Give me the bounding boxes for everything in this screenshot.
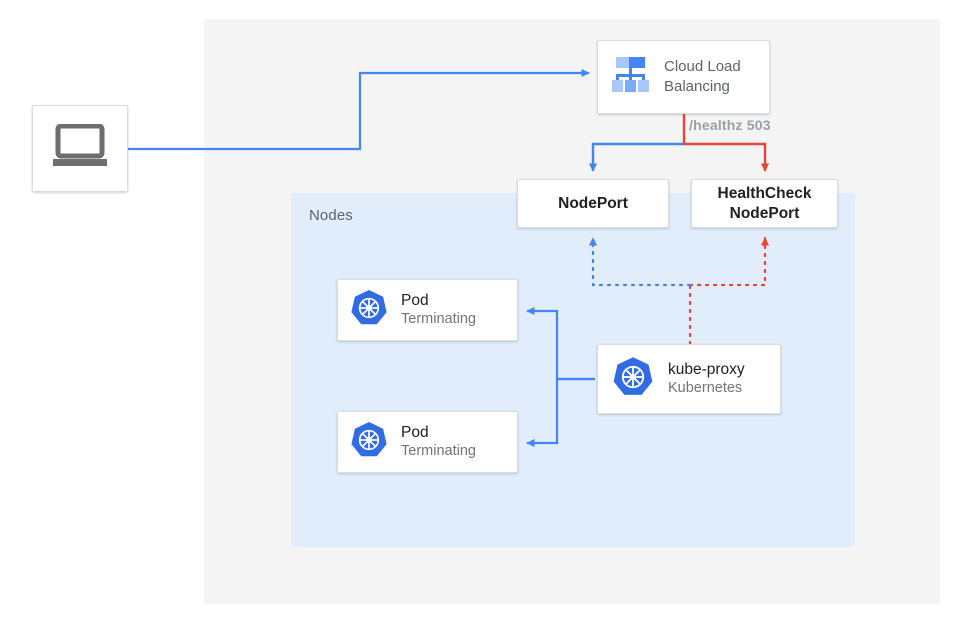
cloud-load-balancing-icon bbox=[608, 53, 654, 102]
pod-node-1[interactable]: Pod Terminating bbox=[337, 279, 518, 341]
pod-2-text: Pod Terminating bbox=[401, 423, 476, 461]
pod-2-status: Terminating bbox=[401, 443, 476, 459]
edge-kubeproxy-to-healthcheck-nodeport bbox=[688, 236, 770, 287]
healthcheck-nodeport-node[interactable]: HealthCheck NodePort bbox=[691, 179, 838, 228]
pod-1-title: Pod bbox=[401, 292, 429, 309]
nodeport-node[interactable]: NodePort bbox=[517, 179, 669, 228]
client-node[interactable] bbox=[32, 105, 128, 192]
kubernetes-icon bbox=[349, 288, 389, 333]
hcnp-line-2: NodePort bbox=[729, 204, 800, 222]
edge-kubeproxy-to-pod-2 bbox=[526, 377, 595, 448]
kubernetes-icon bbox=[611, 355, 655, 404]
edge-clb-to-healthcheck-nodeport bbox=[684, 142, 770, 172]
edge-kubeproxy-to-nodeport bbox=[588, 236, 692, 287]
nodeport-label: NodePort bbox=[558, 194, 628, 212]
edge-kubeproxy-to-pod-1 bbox=[526, 306, 595, 381]
hcnp-line-1: HealthCheck bbox=[717, 184, 812, 202]
edge-clb-to-nodeport bbox=[588, 142, 684, 172]
kube-proxy-node[interactable]: kube-proxy Kubernetes bbox=[597, 344, 781, 414]
pod-1-text: Pod Terminating bbox=[401, 291, 476, 329]
kubernetes-icon bbox=[349, 420, 389, 465]
healthz-edge-label: /healthz 503 bbox=[689, 117, 771, 133]
pod-2-title: Pod bbox=[401, 424, 429, 441]
clb-line-1: Cloud Load bbox=[664, 58, 741, 75]
edge-client-to-clb bbox=[128, 68, 590, 151]
pod-node-2[interactable]: Pod Terminating bbox=[337, 411, 518, 473]
kube-proxy-title: kube-proxy bbox=[668, 361, 745, 378]
kube-proxy-subtitle: Kubernetes bbox=[668, 380, 743, 396]
nodes-panel-label: Nodes bbox=[309, 207, 353, 224]
clb-line-2: Balancing bbox=[664, 78, 730, 95]
cloud-load-balancing-label: Cloud Load Balancing bbox=[664, 57, 741, 97]
cloud-load-balancing-node[interactable]: Cloud Load Balancing bbox=[597, 40, 770, 114]
healthcheck-nodeport-label: HealthCheck NodePort bbox=[718, 184, 812, 224]
kube-proxy-text: kube-proxy Kubernetes bbox=[668, 360, 745, 398]
pod-1-status: Terminating bbox=[401, 311, 476, 327]
laptop-icon bbox=[52, 123, 108, 173]
